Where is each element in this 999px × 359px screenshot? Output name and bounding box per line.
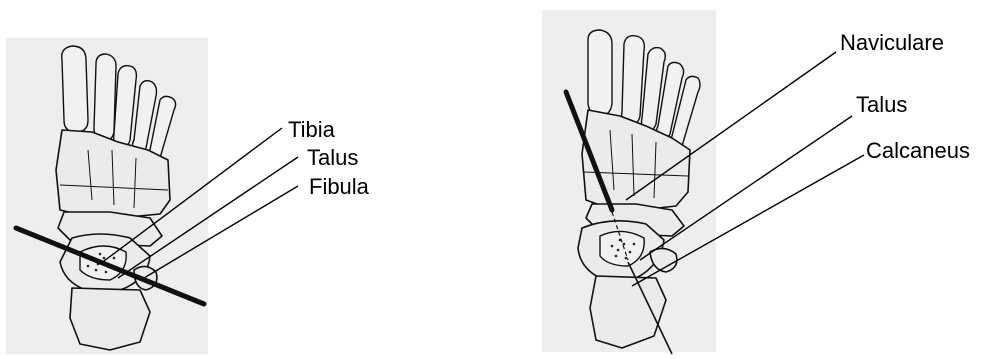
label-fibula: Fibula [309,174,370,199]
left-foot-figure: Tibia Talus Fibula [6,38,370,354]
label-tibia: Tibia [288,117,336,142]
right-foot-figure: Naviculare Talus Calcaneus [542,10,970,354]
left-calcaneus [70,288,150,350]
label-naviculare: Naviculare [840,30,944,55]
label-talus-left: Talus [307,145,358,170]
label-calcaneus: Calcaneus [866,138,970,163]
label-talus-right: Talus [856,92,907,117]
